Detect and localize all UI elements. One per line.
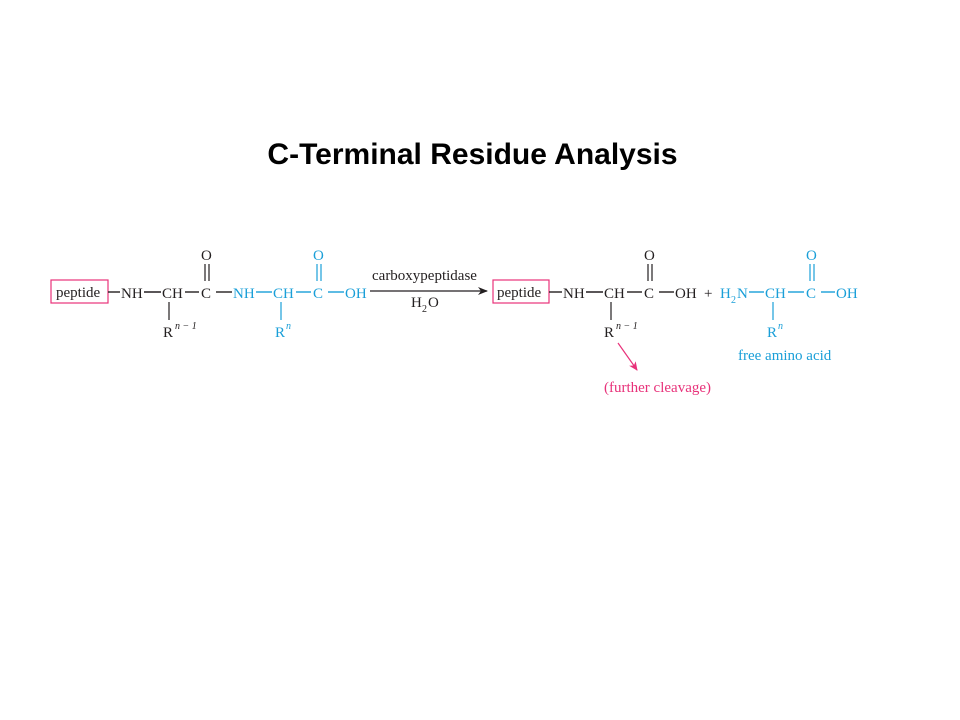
product2-group: H 2 N CH C O OH R n free amino acid	[720, 248, 858, 364]
product1-oh: OH	[675, 286, 697, 302]
product1-group: peptide NH CH C O OH R n − 1 (further cl…	[492, 248, 711, 396]
product2-r-sup: n	[778, 321, 783, 332]
product1-c: C	[644, 286, 654, 302]
reactant-r1-sup: n − 1	[175, 321, 197, 332]
reactant-group: peptide NH CH C O R n − 1 NH CH C O OH	[50, 248, 367, 341]
arrow-enzyme-label: carboxypeptidase	[372, 268, 477, 284]
reactant-peptide-label: peptide	[56, 285, 100, 301]
arrow-reagent-sub: 2	[422, 304, 427, 315]
reactant-o2: O	[313, 248, 324, 264]
reactant-o1: O	[201, 248, 212, 264]
product2-n: N	[737, 286, 748, 302]
product1-peptide-label: peptide	[497, 285, 541, 301]
reactant-ch2: CH	[273, 286, 294, 302]
reactant-oh: OH	[345, 286, 367, 302]
arrow-reagent-h: H	[411, 295, 422, 311]
product2-oh: OH	[836, 286, 858, 302]
further-cleavage-arrow	[617, 342, 638, 371]
reactant-r2-sup: n	[286, 321, 291, 332]
reactant-ch1: CH	[162, 286, 183, 302]
further-cleavage-note: (further cleavage)	[604, 380, 711, 396]
product1-ch: CH	[604, 286, 625, 302]
product1-o: O	[644, 248, 655, 264]
product2-r: R	[767, 325, 777, 341]
reactant-r2: R	[275, 325, 285, 341]
product2-o: O	[806, 248, 817, 264]
reaction-arrow-group: carboxypeptidase H 2 O	[370, 268, 488, 315]
reactant-c2: C	[313, 286, 323, 302]
reactant-nh1: NH	[121, 286, 143, 302]
product2-c: C	[806, 286, 816, 302]
slide-title: C-Terminal Residue Analysis	[267, 138, 678, 171]
product1-nh: NH	[563, 286, 585, 302]
reactant-c1: C	[201, 286, 211, 302]
product2-h-sub: 2	[731, 295, 736, 306]
product2-ch: CH	[765, 286, 786, 302]
reactant-nh2: NH	[233, 286, 255, 302]
free-amino-acid-label: free amino acid	[738, 348, 832, 364]
reactant-r1: R	[163, 325, 173, 341]
plus-sign: +	[704, 286, 712, 302]
product2-h: H	[720, 286, 731, 302]
product1-r-sup: n − 1	[616, 321, 638, 332]
arrow-reagent-o: O	[428, 295, 439, 311]
product1-r: R	[604, 325, 614, 341]
